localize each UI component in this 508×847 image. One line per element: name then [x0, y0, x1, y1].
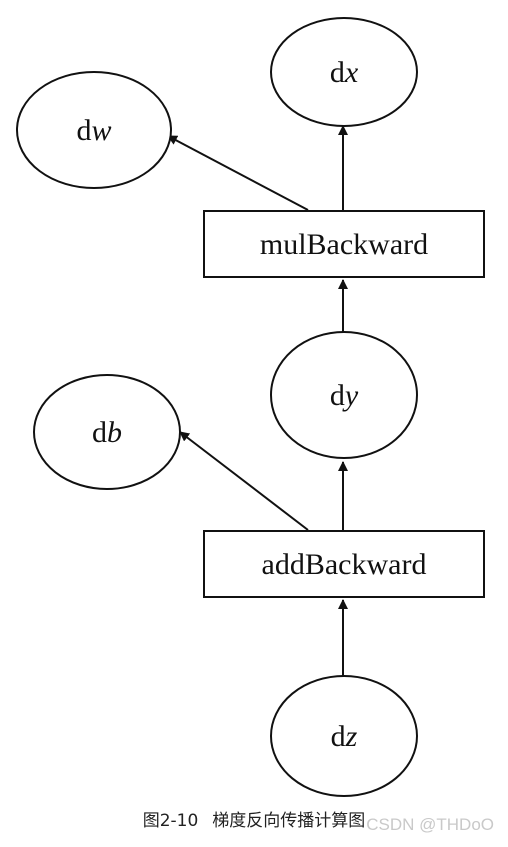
figure-title: 梯度反向传播计算图 [212, 811, 366, 831]
op-mul-backward-label: mulBackward [260, 228, 428, 261]
op-add-backward: addBackward [203, 530, 485, 598]
node-dz: dz [270, 675, 418, 797]
gradient-backprop-graph: dx dw mulBackward dy db addBackward dz [16, 17, 485, 797]
edge-mul-to-dw [167, 135, 309, 211]
svg-text:dy: dy [330, 379, 359, 412]
node-dz-var: z [345, 720, 358, 753]
node-db-prefix: d [92, 416, 107, 449]
watermark: CSDN @THDoO [366, 815, 494, 834]
svg-text:dx: dx [330, 56, 359, 89]
node-dx: dx [270, 17, 418, 127]
node-dw-var: w [91, 114, 111, 147]
svg-text:dw: dw [76, 114, 111, 147]
node-dy: dy [270, 331, 418, 459]
svg-text:db: db [92, 416, 122, 449]
op-mul-backward: mulBackward [203, 210, 485, 278]
node-dy-prefix: d [330, 379, 345, 412]
node-dy-var: y [342, 379, 359, 412]
node-db-var: b [107, 416, 122, 449]
op-add-backward-label: addBackward [262, 548, 427, 581]
figure-number: 图2-10 [142, 811, 199, 831]
node-dw: dw [16, 71, 172, 189]
node-dz-prefix: d [331, 720, 346, 753]
node-dw-prefix: d [76, 114, 91, 147]
node-db: db [33, 374, 181, 490]
figure-caption: 图2-10 梯度反向传播计算图 [0, 806, 508, 831]
svg-text:dz: dz [331, 720, 358, 753]
edge-add-to-db [179, 431, 309, 531]
node-dx-var: x [344, 56, 359, 89]
node-dx-prefix: d [330, 56, 345, 89]
